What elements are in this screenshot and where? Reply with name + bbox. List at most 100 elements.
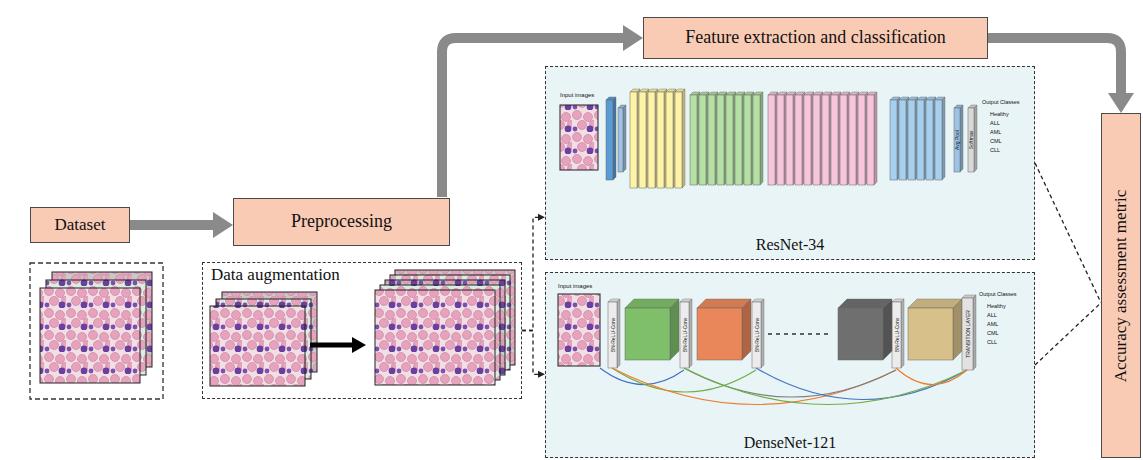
bn-relu-conv-layer-side — [761, 299, 764, 368]
process-box: Feature extraction and classification — [643, 17, 988, 59]
dense-block-top — [838, 299, 892, 308]
conv-layer — [935, 100, 942, 180]
flow-arrow — [442, 25, 643, 197]
network-label: CML — [990, 139, 1002, 145]
process-box: Preprocessing — [233, 198, 450, 246]
dashed-connector — [1035, 303, 1101, 365]
bn-relu-conv-layer-side — [901, 299, 904, 368]
conv-layer — [858, 95, 865, 185]
smear-image — [558, 294, 600, 366]
conv-layer — [639, 92, 646, 188]
network-label: Healthy — [990, 112, 1009, 118]
conv-layer — [804, 95, 811, 185]
conv-layer — [735, 95, 742, 185]
bn-relu-conv-layer — [892, 302, 901, 368]
network-label: Output Classes — [979, 292, 1017, 298]
conv-layer-side — [682, 89, 685, 188]
bn-relu-conv-layer — [680, 302, 689, 368]
connector-line — [522, 217, 540, 330]
connector-line — [1035, 303, 1101, 365]
dense-connection — [684, 368, 967, 405]
dense-block-side — [670, 299, 679, 360]
network-label: ALL — [987, 313, 997, 319]
network-label: AML — [990, 130, 1001, 136]
conv-layer — [890, 100, 897, 180]
arrowhead — [213, 212, 233, 238]
node-text: ResNet-34 — [756, 236, 824, 254]
smear-image — [40, 288, 140, 383]
conv-layer — [849, 95, 856, 185]
pool-layer — [618, 108, 623, 172]
conv-layer — [795, 95, 802, 185]
image-panel — [30, 263, 163, 399]
node-text: Preprocessing — [291, 212, 392, 232]
dense-block-top — [697, 299, 751, 308]
dense-block — [908, 308, 953, 360]
conv-layer-side — [942, 97, 945, 180]
connector-line — [130, 220, 215, 230]
avgpool-layer-side — [960, 105, 963, 172]
pool-layer-side — [623, 105, 626, 172]
conv-layer — [753, 95, 760, 185]
network-panel: ResNet-34 — [545, 66, 1035, 260]
conv-layer — [786, 95, 793, 185]
network-label: CLL — [990, 148, 1000, 154]
conv-layer — [726, 95, 733, 185]
bn-relu-conv-layer — [752, 302, 761, 368]
connector-line — [442, 38, 625, 197]
dense-block-side — [883, 299, 892, 360]
flow-arrow — [130, 212, 233, 238]
conv-layer — [630, 92, 637, 188]
smear-image — [375, 290, 495, 385]
softmax-layer-side — [974, 105, 977, 172]
conv-layer — [717, 95, 724, 185]
node-text: Feature extraction and classification — [685, 28, 945, 48]
softmax-layer — [968, 108, 974, 172]
layer-label: Avg Pool — [955, 130, 960, 150]
conv-layer — [699, 95, 706, 185]
process-box: Accuracy assessment metric — [1101, 113, 1141, 458]
conv-layer — [657, 92, 664, 188]
connector-line — [522, 331, 540, 375]
conv-layer-side — [613, 97, 616, 180]
node-text: Data augmentation — [211, 266, 340, 285]
conv-layer — [917, 100, 924, 180]
conv-layer — [831, 95, 838, 185]
node-text: DenseNet-121 — [744, 434, 836, 452]
conv-layer — [867, 95, 874, 185]
augmentation-panel: Data augmentation — [202, 262, 522, 399]
conv-layer — [690, 95, 697, 185]
conv-layer-side — [760, 92, 763, 185]
network-panel: DenseNet-121 — [545, 272, 1035, 458]
arrowhead — [1108, 93, 1134, 113]
conv-layer — [606, 100, 613, 180]
conv-layer — [708, 95, 715, 185]
network-label: CLL — [987, 340, 997, 346]
conv-layer — [840, 95, 847, 185]
layer-label: BN-ReLU-Conv — [610, 318, 615, 353]
conv-layer — [926, 100, 933, 180]
network-label: Output Classes — [982, 100, 1020, 106]
network-label: Input images — [560, 92, 594, 98]
connector-line — [1035, 163, 1101, 303]
augment-arrow — [310, 343, 354, 348]
layer-label: TRANSITION LAYER — [965, 310, 970, 358]
layer-label: BN-ReLU-Conv — [894, 318, 899, 353]
avgpool-layer — [954, 108, 960, 172]
augment-arrowhead — [352, 337, 366, 353]
network-label: ALL — [990, 121, 1000, 127]
conv-layer — [822, 95, 829, 185]
dashed-connector — [1035, 163, 1101, 303]
panel-ground — [545, 272, 1035, 458]
conv-layer — [744, 95, 751, 185]
node-text: Accuracy assessment metric — [1112, 189, 1131, 382]
dense-block — [838, 308, 883, 360]
smear-image — [560, 105, 598, 170]
layer-label: Softmax — [969, 131, 974, 149]
conv-layer — [908, 100, 915, 180]
arrowhead — [623, 25, 643, 51]
conv-layer-side — [874, 92, 877, 185]
conv-layer — [813, 95, 820, 185]
panel-ground — [545, 66, 1035, 260]
